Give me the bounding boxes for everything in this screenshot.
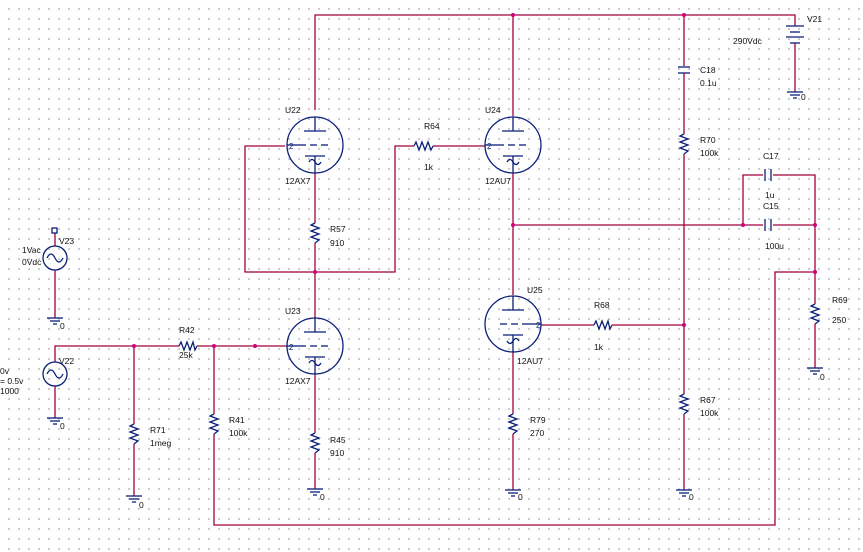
r67-ref: R67 xyxy=(700,395,716,405)
r67-value: 100k xyxy=(700,408,719,418)
u23-value: 12AX7 xyxy=(285,376,311,386)
resistor-r64[interactable]: R64 1k xyxy=(413,121,440,172)
wires xyxy=(54,14,816,526)
r45-value: 910 xyxy=(330,448,344,458)
r42-value: 25k xyxy=(179,350,193,360)
resistor-r45[interactable]: R45 910 xyxy=(309,432,346,458)
ground-v23: 0 xyxy=(46,311,65,331)
ground-r67: 0 xyxy=(675,483,694,502)
v21-value: 290Vdc xyxy=(733,36,763,46)
ac-source-v22[interactable]: V22 0v = 0.5v 1000 xyxy=(0,356,74,396)
tube-u24[interactable]: 2 U24 12AU7 xyxy=(484,105,542,186)
u23-ref: U23 xyxy=(285,306,301,316)
resistor-r79[interactable]: R79 270 xyxy=(507,413,546,438)
r64-value: 1k xyxy=(424,162,434,172)
resistor-r42[interactable]: R42 25k xyxy=(178,325,198,360)
v23-ac-label: 1Vac xyxy=(22,245,41,255)
v22-label-3: 1000 xyxy=(0,386,19,396)
c15-value: 100u xyxy=(765,241,784,251)
ground-label: 0 xyxy=(60,421,65,431)
capacitor-c15[interactable]: C15 100u xyxy=(763,201,784,251)
r79-value: 270 xyxy=(530,428,544,438)
u22-ref: U22 xyxy=(285,105,301,115)
resistor-r57[interactable]: R57 910 xyxy=(309,222,346,248)
r69-value: 250 xyxy=(832,315,846,325)
resistor-r41[interactable]: R41 100k xyxy=(208,413,248,438)
ground-label: 0 xyxy=(801,92,806,102)
junctions xyxy=(132,13,817,348)
r42-ref: R42 xyxy=(179,325,195,335)
u25-value: 12AU7 xyxy=(517,356,543,366)
ground-label: 0 xyxy=(518,492,523,502)
u22-value: 12AX7 xyxy=(285,176,311,186)
ground-r71: 0 xyxy=(125,489,144,510)
r41-value: 100k xyxy=(229,428,248,438)
resistor-r71[interactable]: R71 1meg xyxy=(128,423,172,448)
c15-ref: C15 xyxy=(763,201,779,211)
tube-u22[interactable]: 2 U22 12AX7 xyxy=(285,105,344,186)
ground-label: 0 xyxy=(60,321,65,331)
r70-value: 100k xyxy=(700,148,719,158)
r68-value: 1k xyxy=(594,342,604,352)
u24-value: 12AU7 xyxy=(485,176,511,186)
r71-ref: R71 xyxy=(150,425,166,435)
capacitor-c17[interactable]: C17 1u xyxy=(763,151,779,200)
u24-ref: U24 xyxy=(485,105,501,115)
tube-u25[interactable]: 2 U25 12AU7 xyxy=(484,285,543,366)
resistor-r67[interactable]: R67 100k xyxy=(678,393,719,418)
resistor-r70[interactable]: R70 100k xyxy=(678,133,719,158)
v23-ref: V23 xyxy=(59,236,74,246)
r64-ref: R64 xyxy=(424,121,440,131)
r79-ref: R79 xyxy=(530,415,546,425)
tube-pin-label: 2 xyxy=(289,343,294,352)
r57-ref: R57 xyxy=(330,224,346,234)
tube-pin-label: 2 xyxy=(536,321,541,330)
resistor-r69[interactable]: R69 250 xyxy=(809,295,848,325)
tube-pin-label: 2 xyxy=(487,142,492,151)
v22-label-1: 0v xyxy=(0,366,10,376)
ground-r79: 0 xyxy=(504,483,523,502)
ground-label: 0 xyxy=(820,372,825,382)
r69-ref: R69 xyxy=(832,295,848,305)
tube-u23[interactable]: 2 U23 12AX7 xyxy=(285,306,344,386)
r71-value: 1meg xyxy=(150,438,172,448)
v21-ref: V21 xyxy=(807,14,822,24)
r70-ref: R70 xyxy=(700,135,716,145)
ac-source-v23[interactable]: V23 1Vac 0Vdc xyxy=(22,227,74,271)
capacitor-c18[interactable]: C18 0.1u xyxy=(678,65,717,88)
r68-ref: R68 xyxy=(594,300,610,310)
tube-pin-label: 2 xyxy=(289,142,294,151)
c17-value: 1u xyxy=(765,190,775,200)
ground-r69: 0 xyxy=(806,361,825,382)
ground-label: 0 xyxy=(320,492,325,502)
r45-ref: R45 xyxy=(330,435,346,445)
ground-label: 0 xyxy=(689,492,694,502)
v22-ref: V22 xyxy=(59,356,74,366)
u25-ref: U25 xyxy=(527,285,543,295)
v23-dc-label: 0Vdc xyxy=(22,257,42,267)
r41-ref: R41 xyxy=(229,415,245,425)
c18-value: 0.1u xyxy=(700,78,717,88)
v22-label-2: = 0.5v xyxy=(0,376,24,386)
r57-value: 910 xyxy=(330,238,344,248)
ground-r45: 0 xyxy=(306,482,325,502)
ground-v22: 0 xyxy=(46,411,65,431)
resistor-r68[interactable]: R68 1k xyxy=(593,300,613,352)
c18-ref: C18 xyxy=(700,65,716,75)
c17-ref: C17 xyxy=(763,151,779,161)
ground-v21: 0 xyxy=(786,85,806,102)
ground-label: 0 xyxy=(139,500,144,510)
dc-source-v21[interactable]: V21 290Vdc xyxy=(733,14,822,48)
